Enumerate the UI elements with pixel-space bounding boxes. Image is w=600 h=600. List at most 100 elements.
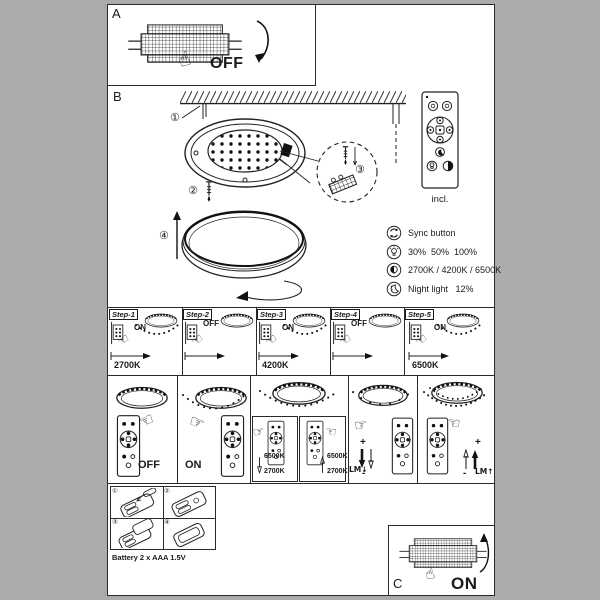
step-panel-1: Step-1 ON ☜ 2700K (108, 308, 183, 375)
terminal-detail-inset (316, 141, 378, 203)
callout-2: ② (188, 184, 198, 197)
legend-sync: Sync button (408, 228, 456, 238)
step-switch-state: OFF (351, 319, 367, 328)
step-switch-state: ON (282, 323, 294, 332)
timeline-arrow-icon (110, 352, 151, 360)
night-light-icon (386, 281, 402, 297)
remote-control-icon (391, 413, 414, 479)
step-color-temp: 2700K (114, 360, 141, 370)
demo-off-panel: ☜ OFF (108, 376, 178, 483)
battery-step-3: ③ (111, 518, 164, 549)
manual-page: A ☝ OFF B ① ③ ② ④ (107, 4, 501, 596)
panel-c-label: C (393, 576, 403, 591)
pointing-hand-icon: ☜ (188, 331, 207, 350)
legend-night-light: Night light 12% (408, 284, 474, 294)
battery-step-number: ① (112, 487, 118, 495)
pointing-hand-icon: ☜ (445, 413, 462, 433)
light-rays-icon (135, 324, 179, 335)
battery-caption: Battery 2 x AAA 1.5V (112, 553, 186, 562)
light-rays-icon (437, 324, 481, 335)
brightness-levels-icon (386, 244, 402, 260)
demo-off-label: OFF (138, 459, 160, 471)
battery-step-number: ② (164, 487, 170, 495)
temp-down-arrow-icon (256, 452, 263, 478)
temp-down-subpanel: ☞ 6500K 2700K (252, 416, 298, 482)
light-rays-dense-icon (423, 387, 489, 407)
callout-1: ① (170, 111, 180, 124)
plus-label: + (360, 437, 366, 448)
callout-3: ③ (355, 163, 365, 176)
ceiling-lamp-icon (368, 312, 402, 328)
battery-step-4: ④ (163, 518, 215, 549)
plus-label: + (475, 437, 481, 448)
remote-control-icon (220, 413, 245, 479)
light-rays-icon (182, 394, 246, 410)
battery-step-1: ① (111, 487, 164, 519)
rotate-arrow-icon (255, 20, 269, 63)
color-temperature-icon (386, 262, 402, 278)
timeline-arrow-icon (408, 352, 449, 360)
steps-row: Step-1 ON ☜ 2700K Step-2 OFF ☜ (108, 307, 494, 376)
battery-cover-slide-illustration (118, 519, 154, 548)
pointing-hand-icon: ☜ (323, 424, 338, 441)
dim-down-label: LM↓ (349, 465, 368, 474)
panel-a-label: A (112, 6, 121, 21)
battery-step-2: ② (163, 487, 215, 519)
timeline-arrow-icon (258, 352, 299, 360)
battery-step-number: ③ (112, 518, 118, 526)
lift-arrow-icon (173, 211, 181, 259)
battery-panel: ① ② ③ (110, 486, 216, 550)
wall-switch-illustration (399, 535, 487, 575)
dim-up-label: LM↑ (475, 467, 494, 476)
legend-brightness: 30% 50% 100% (408, 247, 478, 257)
remote-included-caption: incl. (431, 194, 449, 205)
battery-cover-illustration (173, 522, 205, 548)
step-panel-4: Step-4 OFF ☜ (330, 308, 405, 375)
mounting-screw-line (202, 103, 207, 119)
temp-high-label: 6500K (327, 453, 348, 460)
step-title: Step-5 (405, 309, 434, 320)
step-switch-state: ON (134, 323, 146, 332)
step-color-temp: 4200K (262, 360, 289, 370)
temp-low-label: 2700K (327, 468, 348, 475)
light-rays-icon (283, 324, 327, 335)
switch-state-label: ON (451, 574, 478, 593)
demo-on-panel: ☞ ON (177, 376, 251, 483)
pointing-hand-icon: ☜ (412, 331, 431, 350)
step-panel-5: Step-5 ON ☜ 6500K (404, 308, 494, 375)
ceiling-illustration (180, 91, 406, 105)
sync-icon (386, 225, 402, 241)
light-rays-icon (259, 390, 339, 407)
timeline-arrow-icon (332, 352, 373, 360)
switch-state-label: OFF (210, 55, 244, 72)
timeline-arrow-icon (184, 352, 225, 360)
inset-leader-lines (279, 150, 319, 184)
remote-control-illustration (420, 90, 460, 190)
step-title: Step-2 (183, 309, 212, 320)
callout-4: ④ (159, 229, 169, 242)
cable-lines (392, 104, 400, 166)
remote-control-icon (426, 413, 449, 479)
pointing-hand-icon: ☞ (251, 424, 266, 441)
temp-up-arrow-icon (319, 452, 326, 478)
pointing-hand-icon: ☜ (262, 331, 281, 350)
panel-a: A ☝ OFF (108, 5, 316, 86)
ceiling-lamp-icon (115, 384, 169, 410)
dim-down-arrows-icon (358, 449, 374, 470)
battery-insert-illustration (120, 488, 157, 517)
pointing-hand-icon: ☜ (114, 331, 133, 350)
pointing-hand-icon: ☜ (336, 331, 355, 350)
step-panel-2: Step-2 OFF ☜ (182, 308, 257, 375)
rotate-arrow-icon (479, 533, 490, 573)
panel-b-label: B (113, 89, 122, 104)
battery-inserted-illustration (171, 491, 207, 517)
remote-demo-row: ☜ OFF ☞ ON ☞ 6500K 2700K (108, 376, 494, 484)
diffuser-illustration (178, 203, 310, 281)
step-color-temp: 6500K (412, 360, 439, 370)
pointing-hand-icon: ☞ (352, 415, 369, 435)
minus-label: - (463, 468, 467, 479)
step-panel-3: Step-3 ON ☜ 4200K (256, 308, 331, 375)
demo-dim-down-panel: ☞ + LM↓ - (348, 376, 418, 483)
dim-up-arrows-icon (463, 448, 479, 469)
